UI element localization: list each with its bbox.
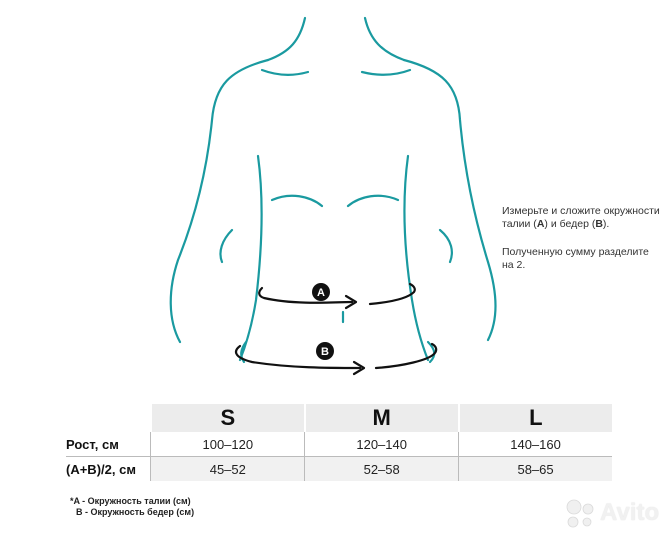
size-header-l: L <box>457 404 612 432</box>
marker-a-label: A <box>317 287 325 299</box>
height-m: 120–140 <box>304 432 459 457</box>
torso-left-side <box>238 154 263 362</box>
left-chest-line <box>270 194 324 208</box>
size-header-row: S M L <box>66 404 612 432</box>
instruction-divide: Полученную сумму разделите на 2. <box>502 246 649 271</box>
height-s: 100–120 <box>150 432 305 457</box>
avito-logo-icon <box>566 499 594 528</box>
waist-band-a-right <box>368 282 416 306</box>
neck-right-outline <box>363 16 406 62</box>
marker-b-badge: B <box>316 342 334 360</box>
height-l: 140–160 <box>458 432 612 457</box>
left-arm-outer <box>169 58 270 344</box>
neck-left-outline <box>266 16 307 62</box>
instruction-b: B <box>595 218 603 230</box>
size-header-blank <box>66 404 151 432</box>
instruction-measure: Измерьте и сложите окружности талии (A) … <box>502 205 662 231</box>
right-arm-outer <box>402 58 497 342</box>
size-table: S M L Рост, см 100–120 120–140 140–160 (… <box>66 404 612 481</box>
hip-band-b-left <box>234 344 362 370</box>
marker-b-label: B <box>321 346 329 358</box>
instruction-a: A <box>536 218 545 230</box>
torso-right-side <box>403 154 430 362</box>
waist-arrowhead-a <box>344 294 358 310</box>
avito-watermark-text: Avito <box>600 499 660 526</box>
table-row: Рост, см 100–120 120–140 140–160 <box>66 432 612 457</box>
marker-b-circle <box>316 342 334 360</box>
right-chest-line <box>346 194 400 208</box>
row-label-height: Рост, см <box>66 432 151 457</box>
right-arm-inner <box>438 228 453 264</box>
circumference-l: 58–65 <box>458 456 612 481</box>
marker-a-badge: A <box>312 283 330 301</box>
avito-watermark: Avito <box>562 497 662 531</box>
hip-band-b-right <box>374 342 438 370</box>
right-collarbone <box>360 68 412 76</box>
footnote-b: B - Окружность бедер (см) <box>76 507 195 517</box>
table-row: (A+B)/2, см 45–52 52–58 58–65 <box>66 456 612 481</box>
row-label-circumference: (A+B)/2, см <box>66 456 151 481</box>
left-collarbone <box>260 68 310 76</box>
body-diagram: A B <box>169 16 497 376</box>
marker-a-circle <box>312 283 330 301</box>
waist-band-a-left <box>258 286 354 304</box>
size-header-s: S <box>149 404 305 432</box>
left-arm-inner <box>219 228 234 264</box>
instruction-text-mid: ) и бедер ( <box>544 218 596 230</box>
circumference-m: 52–58 <box>304 456 459 481</box>
circumference-s: 45–52 <box>150 456 305 481</box>
left-hip-curve <box>240 340 248 364</box>
hip-arrowhead-b <box>352 360 366 376</box>
footnote-a: *A - Окружность талии (см) <box>70 496 191 506</box>
size-header-m: M <box>303 404 459 432</box>
instruction-text-post: ). <box>602 218 610 230</box>
instruction-text-pre: Измерьте и сложите окружности талии ( <box>502 205 660 230</box>
